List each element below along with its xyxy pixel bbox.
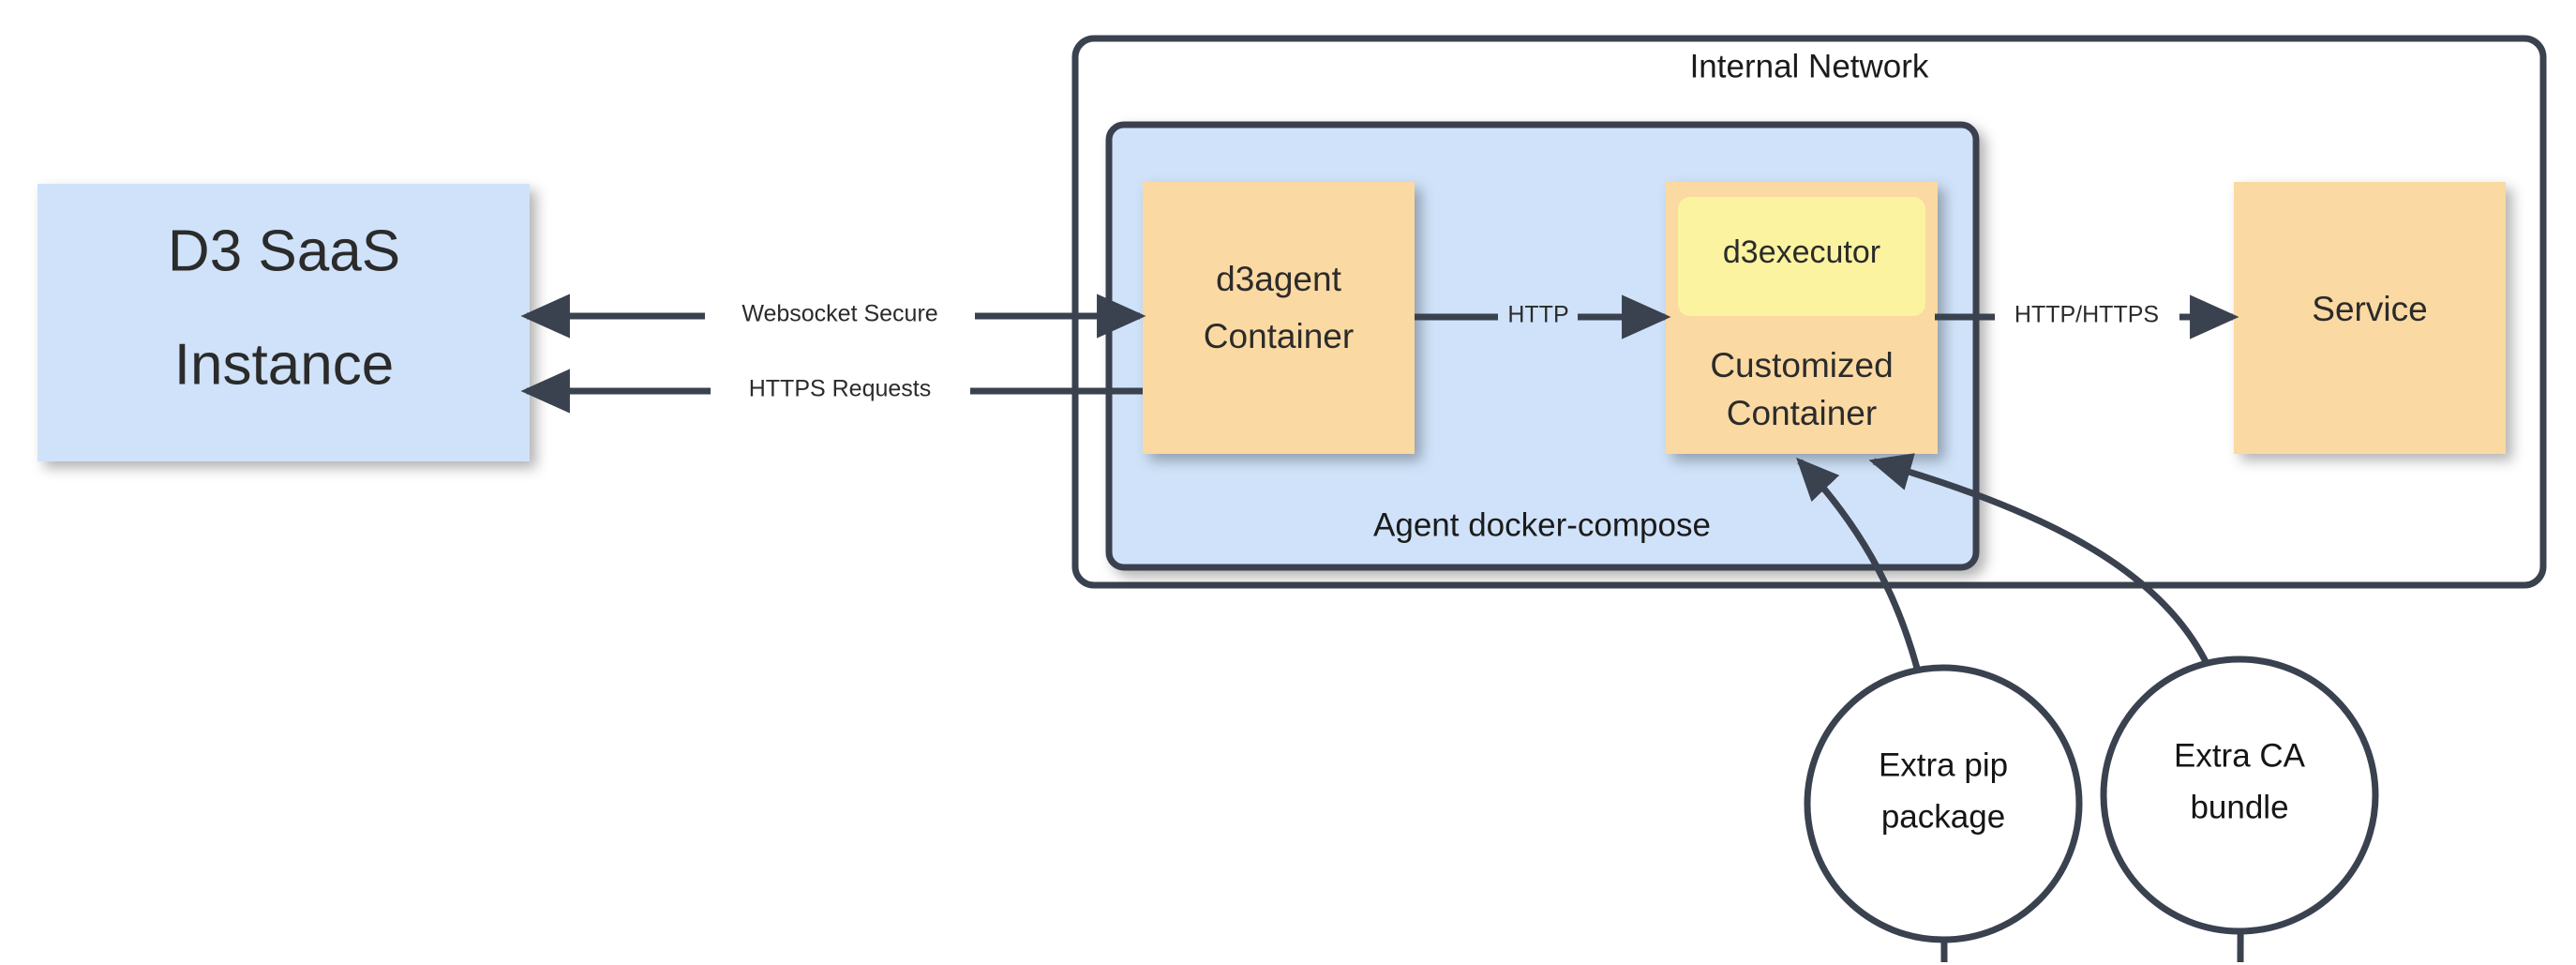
d3executor-label: d3executor	[1723, 234, 1880, 270]
http-label: HTTP	[1507, 302, 1568, 328]
d3agent-label-line1: d3agent	[1216, 260, 1341, 298]
saas-instance-box	[37, 184, 530, 461]
d3executor-box	[1678, 197, 1925, 316]
extra-ca-bundle-label-line2: bundle	[2190, 789, 2288, 825]
saas-instance-group: D3 SaaS Instance	[37, 184, 530, 461]
saas-instance-label-line1: D3 SaaS	[168, 219, 400, 283]
agent-docker-compose-label: Agent docker-compose	[1373, 506, 1711, 543]
d3agent-container-box	[1143, 182, 1415, 454]
https-requests-label: HTTPS Requests	[749, 376, 932, 402]
saas-instance-label-line2: Instance	[174, 332, 394, 397]
edge-websocket-secure: Websocket Secure	[520, 294, 1146, 339]
websocket-secure-label: Websocket Secure	[741, 301, 937, 327]
http-https-label: HTTP/HTTPS	[2014, 302, 2159, 328]
customized-container-group: d3executor Customized Container	[1666, 182, 1938, 454]
extra-ca-bundle-label-line1: Extra CA	[2174, 737, 2306, 774]
extra-pip-package-circle	[1804, 664, 2083, 943]
customized-container-label-line2: Container	[1727, 394, 1877, 432]
edge-https-requests: HTTPS Requests	[520, 369, 1143, 414]
service-box	[2234, 182, 2506, 454]
service-label: Service	[2312, 290, 2427, 328]
service-group: Service	[2234, 182, 2506, 454]
extra-ca-bundle-group: Extra CA bundle	[2100, 656, 2379, 935]
extra-pip-package-label-line2: package	[1881, 798, 2005, 835]
d3agent-label-line2: Container	[1204, 317, 1354, 355]
edge-http: HTTP	[1415, 294, 1671, 339]
edge-http-https: HTTP/HTTPS	[1935, 294, 2239, 339]
extra-pip-package-group: Extra pip package	[1804, 664, 2083, 943]
d3agent-container-group: d3agent Container	[1143, 182, 1415, 454]
extra-pip-package-label-line1: Extra pip	[1879, 746, 2008, 783]
extra-ca-bundle-circle	[2100, 656, 2379, 935]
internal-network-label: Internal Network	[1690, 48, 1929, 84]
customized-container-label-line1: Customized	[1710, 346, 1893, 384]
